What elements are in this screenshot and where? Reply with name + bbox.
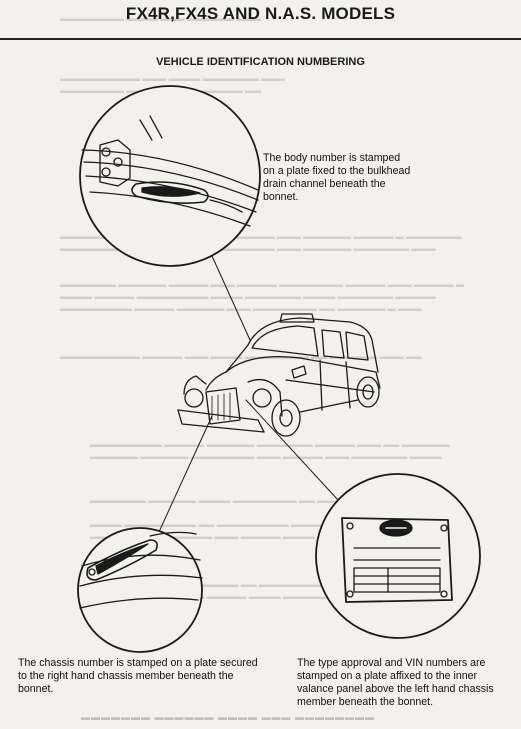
chassis-number-detail [77,527,203,653]
vin-number-caption: The type approval and VIN numbers are st… [297,657,494,708]
page-title: FX4R,FX4S AND N.A.S. MODELS [125,4,396,23]
section-subtitle: VEHICLE IDENTIFICATION NUMBERING [156,56,365,68]
taxi-cab-drawing [157,313,381,535]
show-through-text: ▬▬▬▬▬▬▬▬ ▬▬▬ ▬▬▬▬ ▬▬▬▬▬▬ ▬▬▬▬▬▬▬ [80,712,375,722]
body-number-caption: The body number is stamped on a plate fi… [263,152,411,203]
body-number-detail [79,85,261,341]
chassis-number-caption: The chassis number is stamped on a plate… [18,657,258,695]
header-rule [0,38,521,40]
vin-plate-detail [315,473,481,639]
